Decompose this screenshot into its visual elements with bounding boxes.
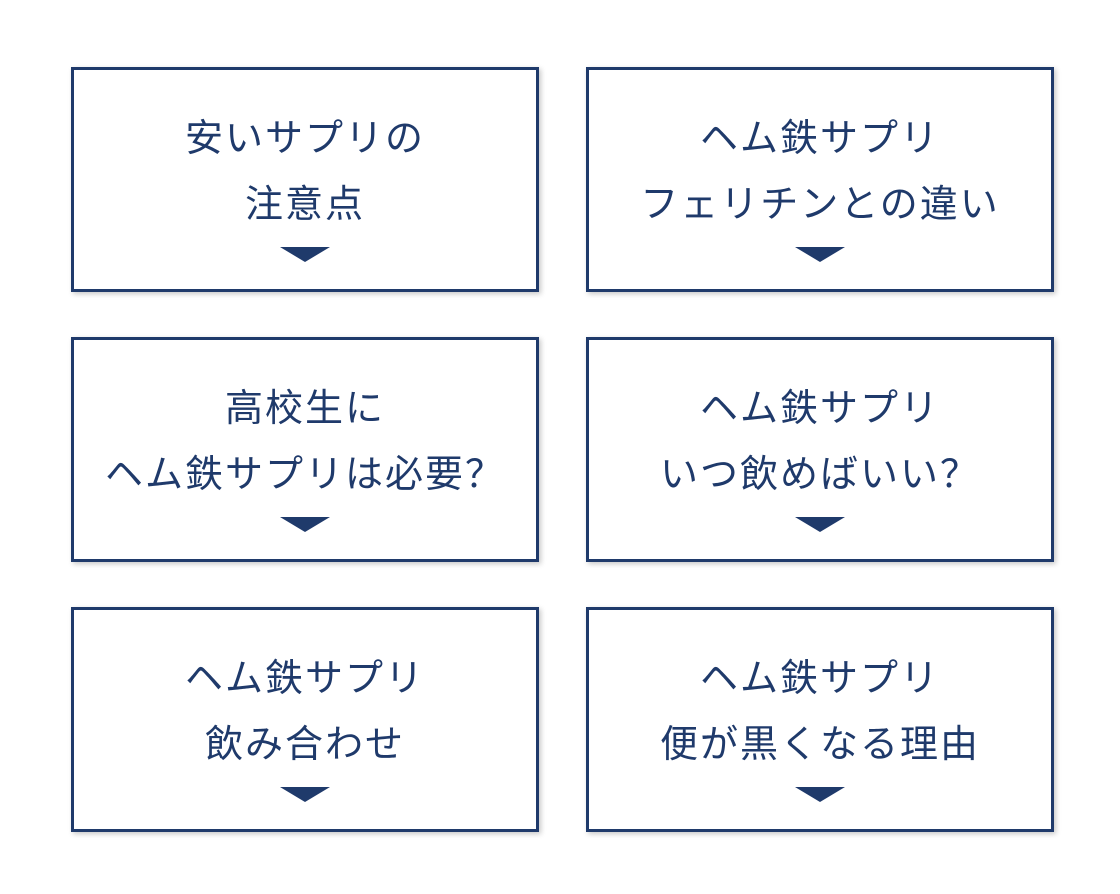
card-title-line2: ヘム鉄サプリは必要？ (104, 452, 505, 496)
card-title-line2: 飲み合わせ (204, 722, 405, 766)
card-title-line1: ヘム鉄サプリ (699, 386, 940, 430)
card-title-line1: ヘム鉄サプリ (699, 116, 940, 160)
link-card-interactions[interactable]: ヘム鉄サプリ 飲み合わせ (71, 607, 539, 832)
card-title-line1: ヘム鉄サプリ (184, 656, 425, 700)
link-card-ferritin-difference[interactable]: ヘム鉄サプリ フェリチンとの違い (586, 67, 1054, 292)
card-title-line1: ヘム鉄サプリ (699, 656, 940, 700)
card-title-line2: 注意点 (244, 182, 365, 226)
link-card-high-school-students[interactable]: 高校生に ヘム鉄サプリは必要？ (71, 337, 539, 562)
card-title-line2: フェリチンとの違い (640, 182, 1000, 226)
card-title-line2: 便が黒くなる理由 (659, 722, 980, 766)
card-title-line1: 安いサプリの (184, 116, 425, 160)
triangle-down-icon (280, 787, 330, 802)
link-card-black-stool-reason[interactable]: ヘム鉄サプリ 便が黒くなる理由 (586, 607, 1054, 832)
card-title-line2: いつ飲めばいい？ (659, 452, 980, 496)
triangle-down-icon (280, 517, 330, 532)
triangle-down-icon (795, 247, 845, 262)
link-card-when-to-take[interactable]: ヘム鉄サプリ いつ飲めばいい？ (586, 337, 1054, 562)
triangle-down-icon (795, 787, 845, 802)
card-title-line1: 高校生に (224, 386, 385, 430)
triangle-down-icon (280, 247, 330, 262)
link-card-cheap-supplement-cautions[interactable]: 安いサプリの 注意点 (71, 67, 539, 292)
triangle-down-icon (795, 517, 845, 532)
